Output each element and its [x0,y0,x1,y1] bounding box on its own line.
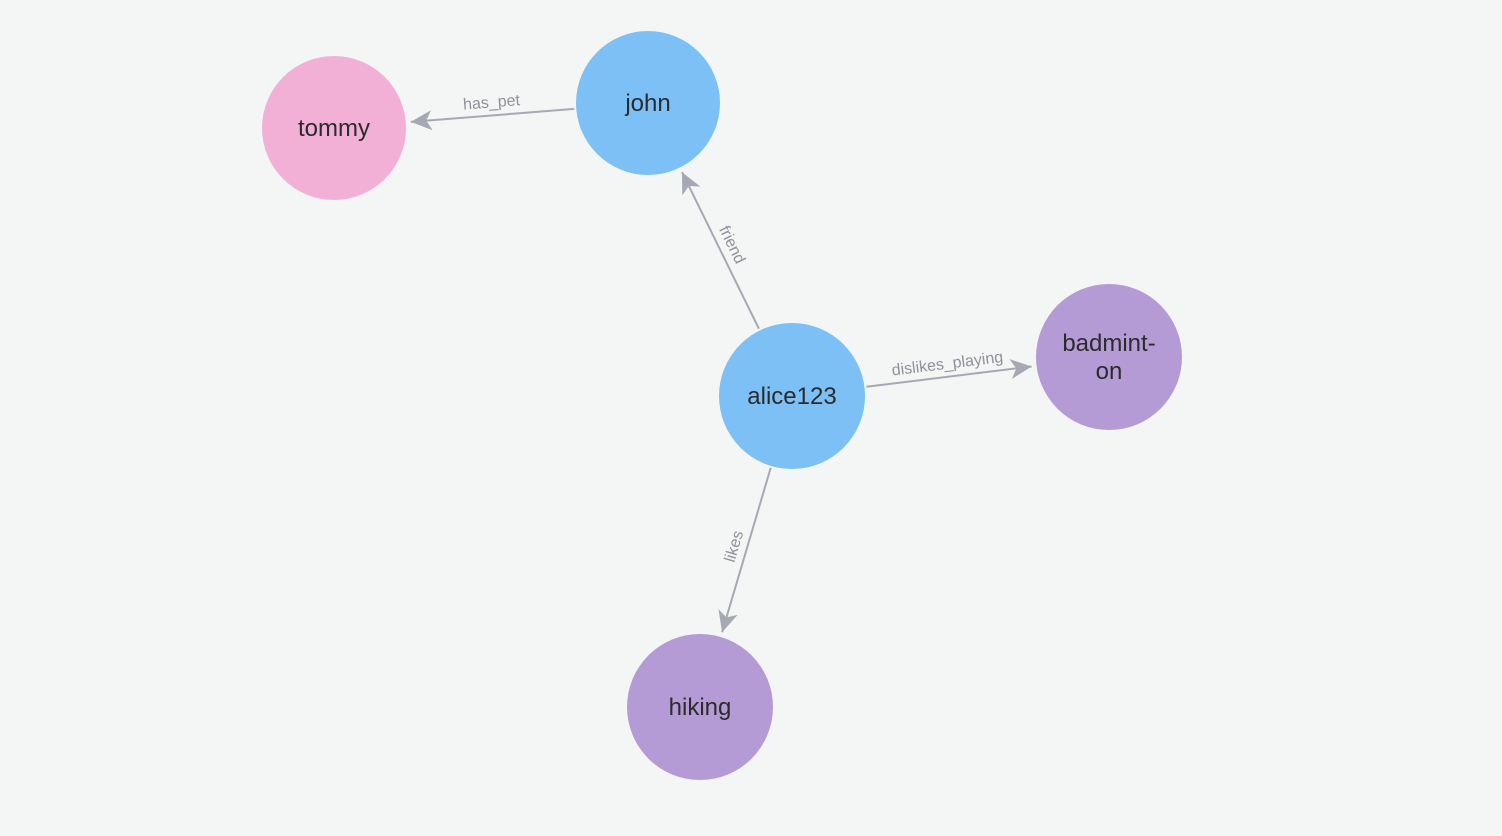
node-circle-alice123[interactable] [719,323,865,469]
edge-label-has-pet[interactable]: has_pet [462,92,521,114]
node-label-badminton: badmint-on [1062,330,1155,385]
node-label-tommy: tommy [298,115,370,142]
node-circle-badminton[interactable] [1036,284,1182,430]
node-tommy[interactable]: tommy [262,56,406,200]
node-label-line: john [624,90,670,117]
edge-line-likes[interactable] [718,467,772,633]
edge-dislikes-playing: dislikes_playing [866,349,1032,388]
edge-label-dislikes-playing[interactable]: dislikes_playing [891,349,1004,380]
node-label-line: badmint- [1062,330,1155,357]
edge-likes: likes [718,467,772,633]
node-label-alice123: alice123 [747,383,836,410]
node-hiking[interactable]: hiking [627,634,773,780]
node-circle-john[interactable] [576,31,720,175]
edge-line-dislikes-playing[interactable] [866,359,1032,388]
node-badminton[interactable]: badmint-on [1036,284,1182,430]
node-label-line: hiking [669,694,732,721]
edge-has-pet: has_pet [410,92,575,131]
node-label-line: alice123 [747,383,836,410]
node-alice123[interactable]: alice123 [719,323,865,469]
edge-label-friend[interactable]: friend [715,223,748,266]
node-label-hiking: hiking [669,694,732,721]
edge-line-has-pet[interactable] [410,107,575,131]
edge-friend: friend [681,171,760,330]
node-label-line: tommy [298,115,370,142]
node-label-john: john [624,90,670,117]
node-circle-tommy[interactable] [262,56,406,200]
node-label-line: on [1096,358,1123,385]
node-circle-hiking[interactable] [627,634,773,780]
node-layer: tommy john alice123 badmint-on hiking [262,31,1182,780]
edge-line-friend[interactable] [681,171,760,330]
node-john[interactable]: john [576,31,720,175]
